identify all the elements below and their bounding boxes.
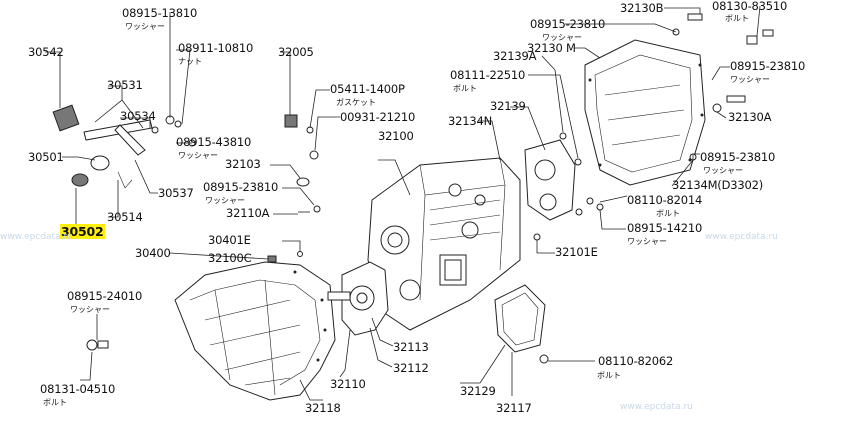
sublabel-bolt-3: ボルト	[656, 209, 680, 218]
sublabel-bolt-4: ボルト	[453, 84, 477, 93]
callout-08111-22510: 08111-22510	[450, 68, 526, 82]
sublabel-washer-8: ワッシャー	[542, 33, 582, 42]
callout-08915-23810-c: 08915-23810	[730, 59, 806, 73]
sublabel-nut: ナット	[178, 57, 202, 66]
sublabel-washer-1: ワッシャー	[125, 22, 165, 31]
callout-32110: 32110	[330, 377, 366, 391]
sublabel-washer-6: ワッシャー	[703, 166, 743, 175]
callout-32139: 32139	[490, 99, 526, 113]
callout-32005: 32005	[278, 45, 314, 59]
sublabel-bolt-5: ボルト	[725, 14, 749, 23]
callout-32134M: 32134M(D3302)	[672, 178, 764, 192]
sublabel-bolt-2: ボルト	[597, 371, 621, 380]
callout-08131-04510: 08131-04510	[40, 382, 116, 396]
callout-08915-43810: 08915-43810	[176, 135, 252, 149]
sublabel-washer-5: ワッシャー	[627, 237, 667, 246]
watermark-left: www.epcdata.ru	[0, 232, 73, 242]
callout-32103: 32103	[225, 157, 261, 171]
callout-08915-23810-a: 08915-23810	[203, 180, 279, 194]
callout-30514: 30514	[107, 210, 143, 224]
callout-08915-13810: 08915-13810	[122, 6, 198, 20]
callout-08911-10810: 08911-10810	[178, 41, 254, 55]
callout-08110-82062: 08110-82062	[598, 354, 674, 368]
callout-08110-82014: 08110-82014	[627, 193, 703, 207]
bell-housing	[174, 261, 336, 401]
callout-08915-23810-b: 08915-23810	[700, 150, 776, 164]
callout-32100: 32100	[378, 129, 414, 143]
sublabel-gasket: ガスケット	[336, 98, 376, 107]
callout-32112: 32112	[393, 361, 429, 375]
top-cover-32130	[584, 39, 706, 186]
front-bearing-retainer	[327, 261, 389, 336]
callout-08915-24010: 08915-24010	[67, 289, 143, 303]
callout-32130M: 32130 M	[527, 41, 576, 55]
inspection-cover	[494, 284, 546, 353]
callout-00931-21210: 00931-21210	[340, 110, 416, 124]
fasteners	[86, 13, 774, 364]
watermark-right: www.epcdata.ru	[705, 232, 778, 242]
watermark-bottom: www.epcdata.ru	[620, 402, 693, 412]
callout-05411-1400P: 05411-1400P	[330, 82, 405, 96]
callout-30401E: 30401E	[208, 233, 251, 247]
callout-30531: 30531	[107, 78, 143, 92]
callout-32113: 32113	[393, 340, 429, 354]
callout-08915-23810-d: 08915-23810	[530, 17, 606, 31]
callout-32129: 32129	[460, 384, 496, 398]
callout-32130A: 32130A	[728, 110, 772, 124]
callout-30534: 30534	[120, 109, 156, 123]
callout-32139A: 32139A	[493, 49, 537, 63]
callout-08130-83510: 08130-83510	[712, 0, 788, 13]
callout-30501: 30501	[28, 150, 64, 164]
sublabel-washer-7: ワッシャー	[730, 75, 770, 84]
leader-lines	[45, 5, 761, 401]
callout-30400: 30400	[135, 246, 171, 260]
callout-32130B: 32130B	[620, 1, 664, 15]
gasket-32139	[524, 139, 576, 221]
shift-lever-assembly	[52, 104, 153, 189]
sublabel-washer-2: ワッシャー	[178, 151, 218, 160]
transmission-case-32100	[367, 157, 521, 331]
callout-30542: 30542	[28, 45, 64, 59]
callout-32110A: 32110A	[226, 206, 270, 220]
callout-08915-14210: 08915-14210	[627, 221, 703, 235]
callout-30502-highlighted: 30502	[60, 224, 105, 239]
callout-32100C: 32100C	[208, 251, 252, 265]
callout-32118: 32118	[305, 401, 341, 415]
sublabel-bolt-1: ボルト	[43, 398, 67, 407]
callout-32101E: 32101E	[555, 245, 598, 259]
callout-30537: 30537	[158, 186, 194, 200]
sublabel-washer-3: ワッシャー	[205, 196, 245, 205]
callout-32117: 32117	[496, 401, 532, 415]
callout-32134N: 32134N	[448, 114, 492, 128]
sublabel-washer-4: ワッシャー	[70, 305, 110, 314]
